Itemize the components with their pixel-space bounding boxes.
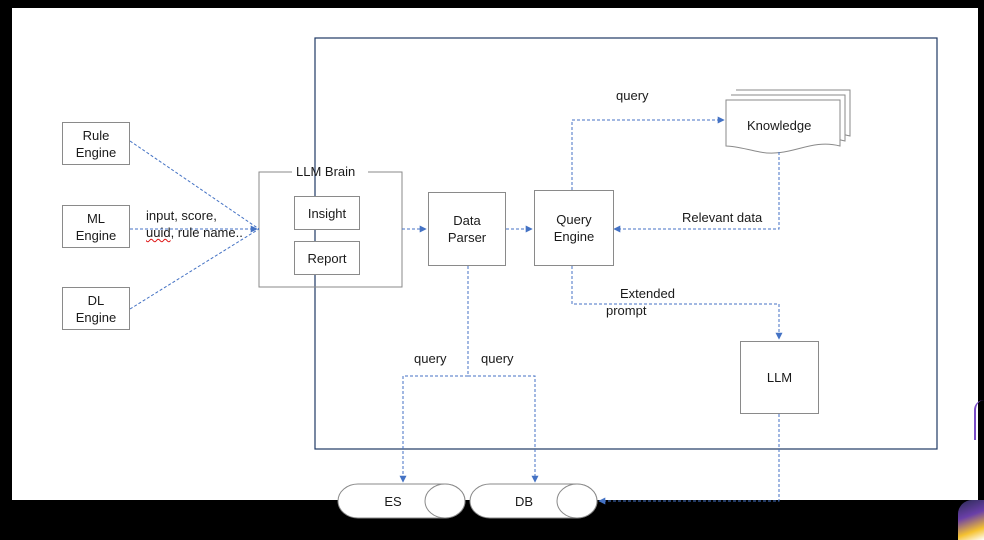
decorative-corner-line — [974, 400, 984, 440]
ml-engine-box: ML Engine — [62, 205, 130, 248]
edge-label-query-es: query — [414, 351, 447, 366]
llm-box: LLM — [740, 341, 819, 414]
edge-parser-to-es — [399, 375, 468, 483]
rule-name-text: , rule name.. — [170, 225, 243, 240]
rule-engine-box: Rule Engine — [62, 122, 130, 165]
decorative-corner-graphic — [958, 500, 984, 540]
edge-parser-to-db — [468, 375, 539, 483]
edge-label-query-db: query — [481, 351, 514, 366]
edge-query-to-knowledge — [571, 116, 725, 190]
db-cylinder — [469, 483, 598, 519]
edge-label-input-line1: input, score, — [146, 208, 217, 223]
insight-box: Insight — [294, 196, 360, 230]
report-box: Report — [294, 241, 360, 275]
edge-knowledge-to-query — [613, 152, 780, 233]
llm-brain-group — [258, 171, 403, 288]
edge-label-query-top: query — [616, 88, 649, 103]
edge-label-extended-line1: Extended — [620, 286, 675, 301]
es-label: ES — [384, 493, 402, 509]
edge-llm-to-db — [598, 414, 780, 505]
llm-brain-title: LLM Brain — [296, 164, 356, 179]
uuid-text: uuid — [146, 225, 171, 240]
es-cylinder — [337, 483, 466, 519]
data-parser-box: Data Parser — [428, 192, 506, 266]
edge-query-to-llm — [571, 266, 783, 340]
edge-dl-to-brain — [129, 228, 260, 310]
db-label: DB — [514, 493, 534, 509]
query-engine-box: Query Engine — [534, 190, 614, 266]
knowledge-document — [725, 89, 851, 154]
edge-label-extended-line2: prompt — [606, 303, 647, 318]
knowledge-label: Knowledge — [747, 118, 812, 133]
edge-label-relevant-data: Relevant data — [682, 210, 763, 225]
dl-engine-box: DL Engine — [62, 287, 130, 330]
edge-label-input-line2: uuid, rule name.. — [146, 225, 243, 241]
edge-rule-to-brain — [129, 140, 260, 230]
